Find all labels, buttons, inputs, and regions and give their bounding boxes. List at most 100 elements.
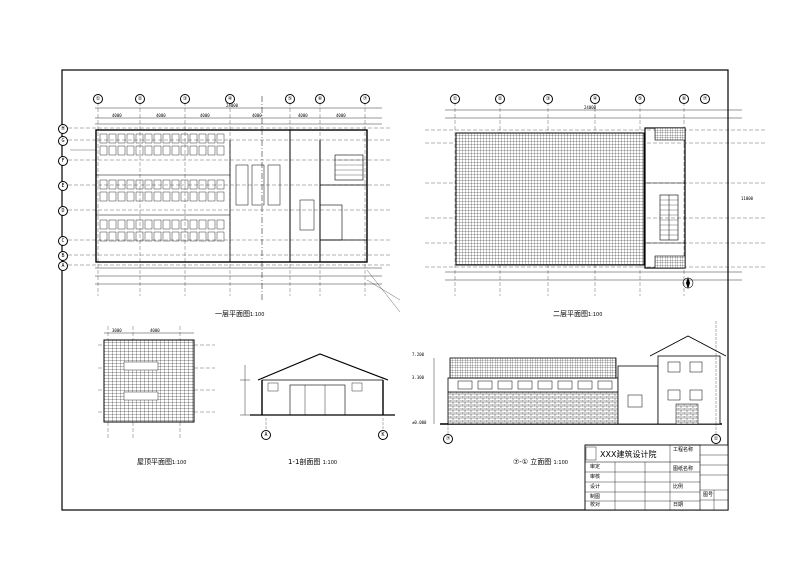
section-axis-k: K — [378, 430, 388, 440]
stall-cell — [189, 231, 198, 242]
sheet-border — [61, 69, 729, 511]
sf-axis-5: ⑤ — [635, 94, 645, 104]
ff-total-dimension: 24000 — [226, 103, 239, 108]
ff-axis-h: H — [58, 124, 68, 134]
ff-bay-5: 4000 — [298, 113, 308, 118]
stall-cell — [117, 133, 126, 144]
stall-cell — [171, 133, 180, 144]
stall-cell — [180, 145, 189, 156]
stall-cell — [162, 231, 171, 242]
ff-bay-6: 4000 — [336, 113, 346, 118]
elev-mark-3: 7.200 — [412, 352, 425, 357]
stall-cell — [162, 219, 171, 230]
stall-cell — [135, 191, 144, 202]
stall-cell — [189, 133, 198, 144]
stall-cell — [153, 231, 162, 242]
tb-row-3: 设计 — [590, 484, 601, 490]
stall-cell — [117, 179, 126, 190]
second-floor-scale: 1:100 — [588, 312, 603, 318]
stall-cell — [108, 145, 117, 156]
stall-cell — [99, 179, 108, 190]
ff-axis-3: ③ — [180, 94, 190, 104]
stall-cell — [126, 133, 135, 144]
second-floor-plan — [425, 102, 765, 296]
sf-axis-2: ② — [495, 94, 505, 104]
sf-depth-dimension: 11000 — [741, 196, 754, 201]
ff-axis-2: ② — [135, 94, 145, 104]
stall-cell — [108, 219, 117, 230]
stall-cell — [180, 231, 189, 242]
stall-cell — [99, 219, 108, 230]
stall-cell — [198, 219, 207, 230]
stall-cell — [153, 145, 162, 156]
ff-axis-6: ⑥ — [315, 94, 325, 104]
stall-cell — [171, 219, 180, 230]
elev-mark-1: 3.300 — [412, 375, 425, 380]
ff-axis-f: F — [58, 156, 68, 166]
elevation-7-1 — [433, 320, 727, 434]
ff-axis-5: ⑤ — [285, 94, 295, 104]
stall-cell — [99, 145, 108, 156]
tb-date-label: 日期 — [673, 502, 684, 508]
ff-axis-e: E — [58, 181, 68, 191]
stall-cell — [117, 145, 126, 156]
stall-cell — [126, 231, 135, 242]
tb-sheet-label: 图号 — [703, 492, 714, 498]
elevation-title: ⑦-① 立面图 — [513, 458, 552, 466]
stall-cell — [144, 145, 153, 156]
stall-cell — [126, 179, 135, 190]
stall-cell — [153, 133, 162, 144]
stall-cell — [180, 191, 189, 202]
stall-cell — [153, 219, 162, 230]
north-arrow-icon — [682, 277, 694, 289]
sf-axis-6: ⑥ — [679, 94, 689, 104]
tb-scale-label: 比例 — [673, 484, 684, 490]
stall-cell — [99, 191, 108, 202]
ff-bay-4: 4000 — [252, 113, 262, 118]
stall-cell — [135, 231, 144, 242]
sf-axis-3: ③ — [543, 94, 553, 104]
stall-cell — [171, 231, 180, 242]
sf-axis-4: ④ — [590, 94, 600, 104]
stall-cell — [162, 145, 171, 156]
stall-cell — [162, 133, 171, 144]
stall-cell — [126, 191, 135, 202]
tb-row-1: 审定 — [590, 464, 601, 470]
ff-bay-2: 4000 — [156, 113, 166, 118]
stall-cell — [207, 133, 216, 144]
second-floor-title: 二层平面图 — [553, 310, 588, 318]
ff-bay-3: 4000 — [200, 113, 210, 118]
section-axis-a: A — [261, 430, 271, 440]
stall-cell — [144, 191, 153, 202]
first-floor-plan — [68, 96, 401, 313]
stall-cell — [171, 179, 180, 190]
stall-cell — [99, 231, 108, 242]
elev-axis-7: ⑦ — [443, 434, 453, 444]
sf-axis-1: ① — [450, 94, 460, 104]
stall-cell — [108, 231, 117, 242]
ff-axis-7: ⑦ — [360, 94, 370, 104]
section-title: 1-1剖面图 — [288, 458, 321, 466]
stall-cell — [216, 179, 225, 190]
stall-cell — [126, 145, 135, 156]
ff-axis-b: B — [58, 251, 68, 261]
roof-bay-2: 4000 — [150, 328, 160, 333]
stall-cell — [189, 145, 198, 156]
tb-row-4: 制图 — [590, 494, 601, 500]
stall-cell — [180, 133, 189, 144]
stall-cell — [108, 133, 117, 144]
stall-cell — [108, 179, 117, 190]
tb-drawing-label: 图纸名称 — [673, 466, 694, 472]
ff-bay-1: 4000 — [112, 113, 122, 118]
ff-axis-c: C — [58, 236, 68, 246]
stall-cell — [207, 191, 216, 202]
section-1-1 — [240, 353, 395, 430]
section-scale: 1:100 — [322, 460, 338, 466]
stall-cell — [144, 179, 153, 190]
first-floor-scale: 1:100 — [250, 312, 265, 318]
stall-cell — [189, 179, 198, 190]
title-block — [584, 444, 729, 511]
stall-cell — [117, 231, 126, 242]
stall-cell — [135, 133, 144, 144]
